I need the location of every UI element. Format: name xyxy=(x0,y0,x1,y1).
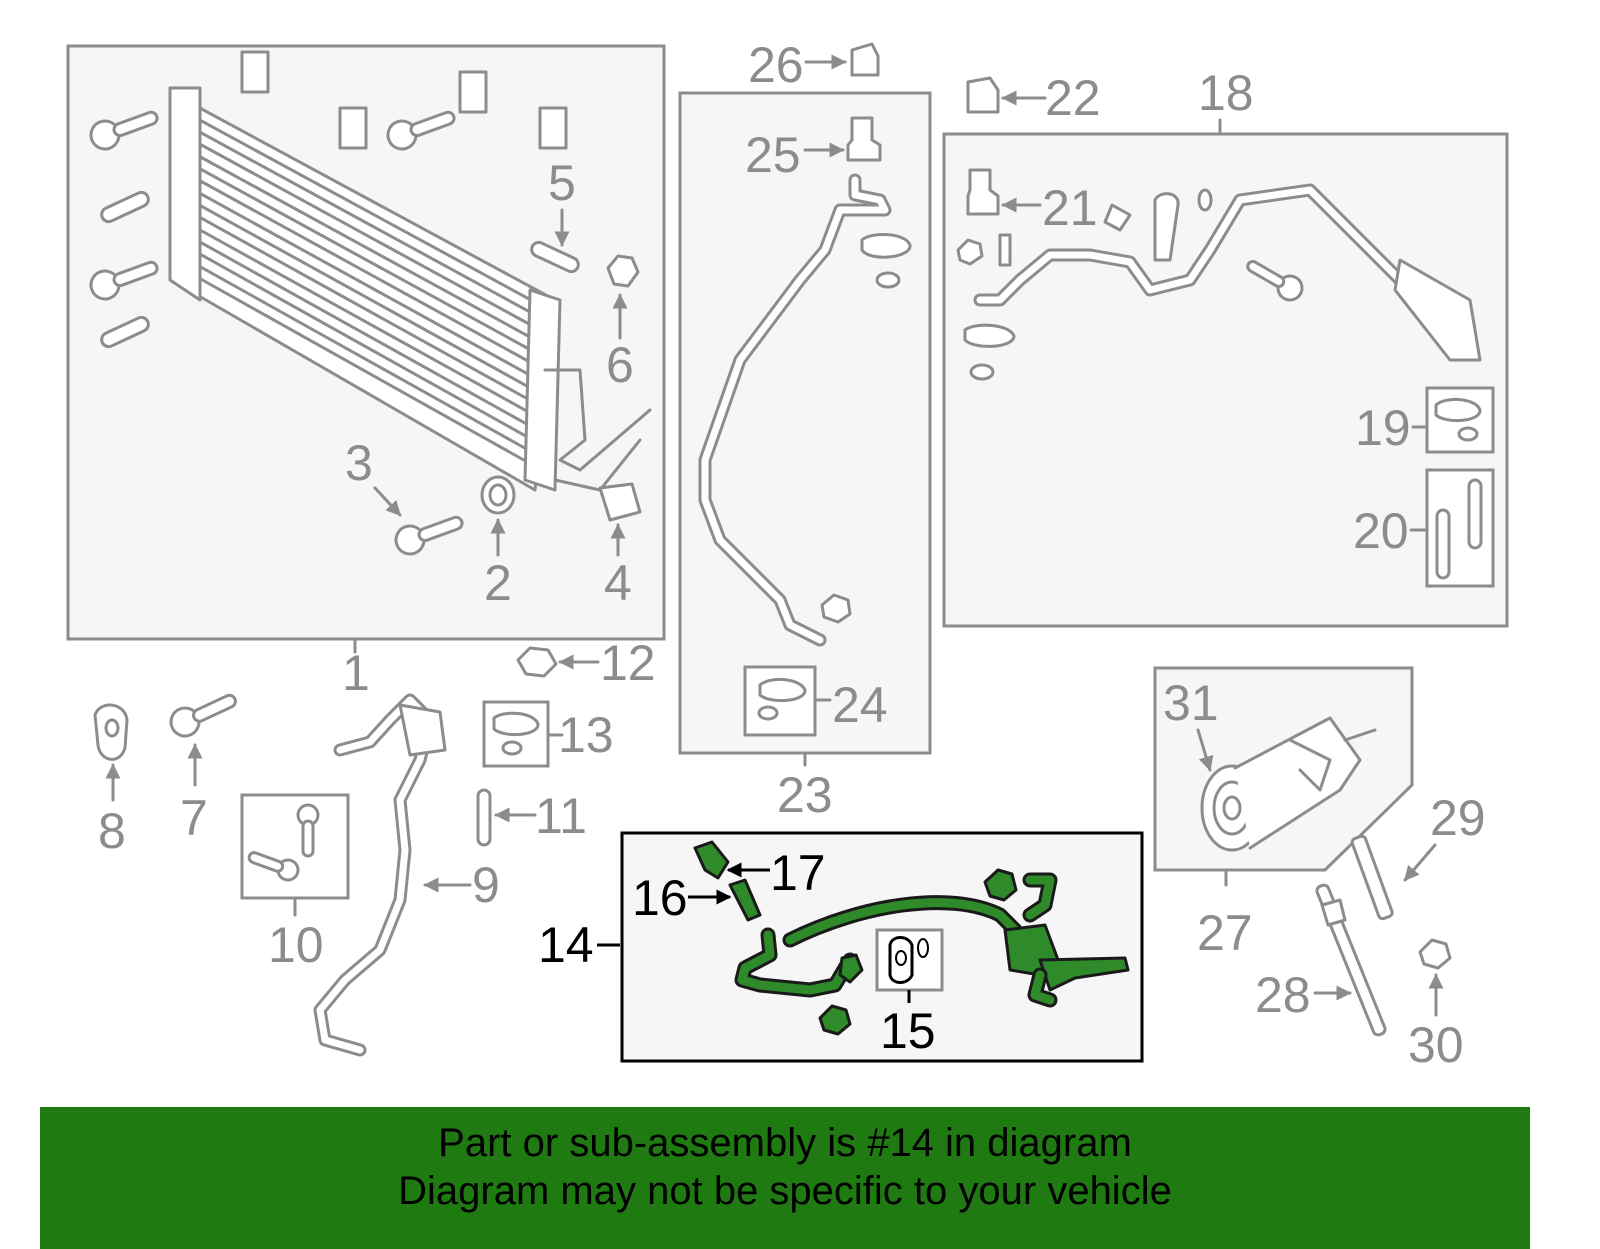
condenser-group: 5 6 3 2 4 1 xyxy=(66,44,666,701)
part-29-stud[interactable] xyxy=(1350,834,1394,921)
line-18-bracket xyxy=(1393,258,1482,362)
callout-22: 22 xyxy=(1045,70,1101,126)
clip-parts xyxy=(240,50,568,150)
callout-13: 13 xyxy=(558,707,614,763)
callout-9: 9 xyxy=(472,857,500,913)
callout-23: 23 xyxy=(777,767,833,823)
callout-12: 12 xyxy=(600,635,656,691)
callout-18: 18 xyxy=(1198,65,1254,121)
callout-10: 10 xyxy=(268,917,324,973)
condenser-right-tank xyxy=(523,288,562,492)
info-banner: Part or sub-assembly is #14 in diagram D… xyxy=(40,1107,1530,1249)
hose-23-nut xyxy=(820,593,852,624)
banner-line-1: Part or sub-assembly is #14 in diagram xyxy=(438,1121,1132,1165)
part-22-cap[interactable] xyxy=(966,76,1000,114)
callout-24: 24 xyxy=(832,677,888,733)
banner-line-2: Diagram may not be specific to your vehi… xyxy=(398,1169,1172,1213)
part-6-nut[interactable] xyxy=(606,254,640,288)
part-4-bracket[interactable] xyxy=(598,482,642,522)
part-21-switch[interactable] xyxy=(966,168,1000,216)
callout-15: 15 xyxy=(880,1003,936,1059)
line-18-box xyxy=(942,132,1509,628)
part-17-switch[interactable] xyxy=(693,840,730,880)
callout-2: 2 xyxy=(484,555,512,611)
callout-29: 29 xyxy=(1430,790,1486,846)
part-10-kit[interactable] xyxy=(240,793,350,900)
part-25-valve[interactable] xyxy=(846,116,882,162)
callout-26: 26 xyxy=(748,37,804,93)
part-26-cap[interactable] xyxy=(850,42,880,77)
callout-28: 28 xyxy=(1255,967,1311,1023)
callout-31: 31 xyxy=(1163,675,1219,731)
compressor-27-group: 31 27 xyxy=(1153,666,1414,961)
callout-1: 1 xyxy=(342,645,370,701)
callout-5: 5 xyxy=(548,155,576,211)
callout-30: 30 xyxy=(1408,1017,1464,1073)
callout-3: 3 xyxy=(345,435,373,491)
line-18-fitting xyxy=(1153,192,1180,262)
condenser-pipe xyxy=(543,368,652,472)
callout-21: 21 xyxy=(1042,180,1098,236)
callout-11: 11 xyxy=(535,788,587,844)
assembly-14-group: 14 15 17 16 xyxy=(538,831,1144,1063)
condenser-fins xyxy=(179,110,555,470)
hose-23-group: 25 24 23 xyxy=(678,91,932,823)
part-12-nut[interactable] xyxy=(516,646,558,678)
callout-4: 4 xyxy=(604,555,632,611)
callout-7: 7 xyxy=(180,790,208,846)
callout-17: 17 xyxy=(770,845,826,901)
seal-23 xyxy=(860,233,912,259)
part-30-nut[interactable] xyxy=(1418,938,1452,970)
callout-16: 16 xyxy=(632,870,688,926)
callout-8: 8 xyxy=(98,803,126,859)
condenser-left-tank xyxy=(168,86,202,302)
bolt-parts xyxy=(89,110,464,556)
part-16-valve[interactable] xyxy=(728,878,762,922)
callout-14: 14 xyxy=(538,917,594,973)
callout-19: 19 xyxy=(1355,400,1411,456)
line-18-group: 18 21 19 20 xyxy=(942,65,1509,628)
callout-6: 6 xyxy=(606,337,634,393)
part-11-pin[interactable] xyxy=(476,788,492,847)
pin-parts xyxy=(100,190,580,349)
callout-25: 25 xyxy=(745,127,801,183)
seal-18 xyxy=(963,323,1016,348)
callout-20: 20 xyxy=(1353,503,1409,559)
part-7-bolt[interactable] xyxy=(166,686,240,741)
callout-27: 27 xyxy=(1197,905,1253,961)
